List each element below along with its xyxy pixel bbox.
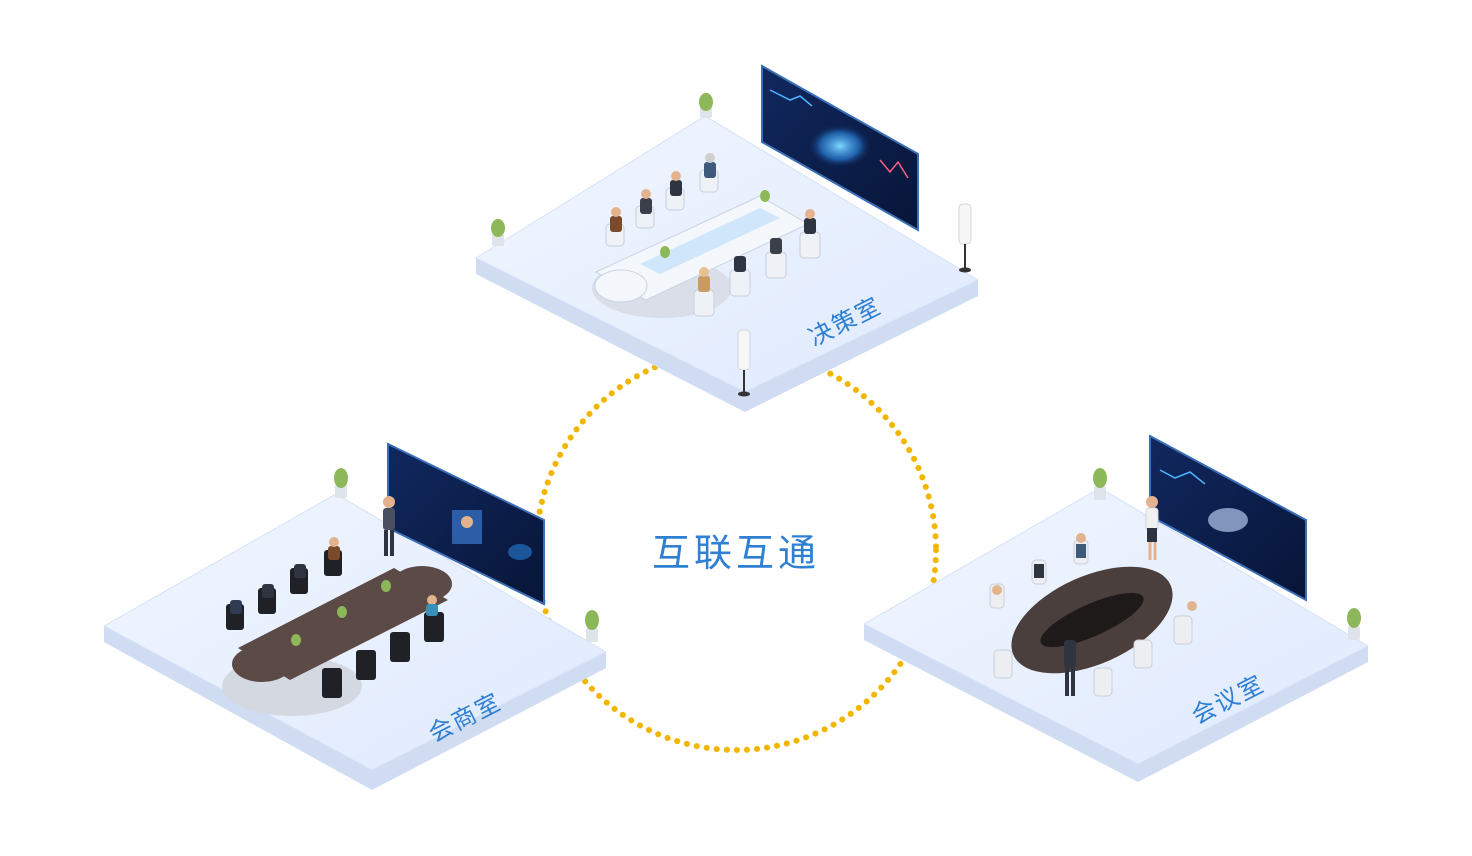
room-left: [102, 442, 608, 790]
right-presenter: [1145, 496, 1159, 560]
left-people-front: [322, 595, 444, 698]
left-table-end-b: [392, 566, 452, 602]
left-display-face: [461, 516, 473, 528]
right-people: [989, 533, 1197, 697]
right-display-hologram: [1208, 508, 1248, 532]
top-table-end: [594, 269, 648, 303]
right-table-center: [1040, 592, 1144, 648]
center-label-interconnect: 互联互通: [651, 531, 820, 575]
left-plant-2: [585, 610, 599, 642]
top-table-glass: [640, 208, 780, 274]
top-display-chart-line-2: [879, 159, 909, 179]
right-plant: [1093, 468, 1107, 500]
left-table-end-a: [232, 646, 292, 682]
right-display-chart-line: [1159, 469, 1206, 485]
room-top: [474, 64, 980, 412]
left-presenter: [383, 496, 395, 556]
platform-left-side: [104, 626, 606, 790]
top-plant-2: [491, 219, 505, 246]
left-display-widget: [508, 544, 532, 560]
platform-right-side: [864, 624, 1368, 782]
top-people-right: [693, 209, 821, 317]
top-floor-lamp: [958, 203, 972, 273]
left-plant: [334, 468, 348, 498]
right-plant-2: [1347, 608, 1361, 640]
top-table-plant: [660, 190, 770, 258]
room-right: [862, 434, 1370, 782]
top-display-hologram: [808, 124, 872, 168]
top-display-chart-line: [769, 89, 813, 107]
left-people-back: [226, 537, 342, 630]
top-people-left: [605, 153, 719, 247]
left-table-plants: [291, 580, 391, 646]
left-table: [238, 568, 448, 680]
top-plant: [699, 93, 713, 118]
top-floor-lamp-2: [737, 329, 751, 397]
